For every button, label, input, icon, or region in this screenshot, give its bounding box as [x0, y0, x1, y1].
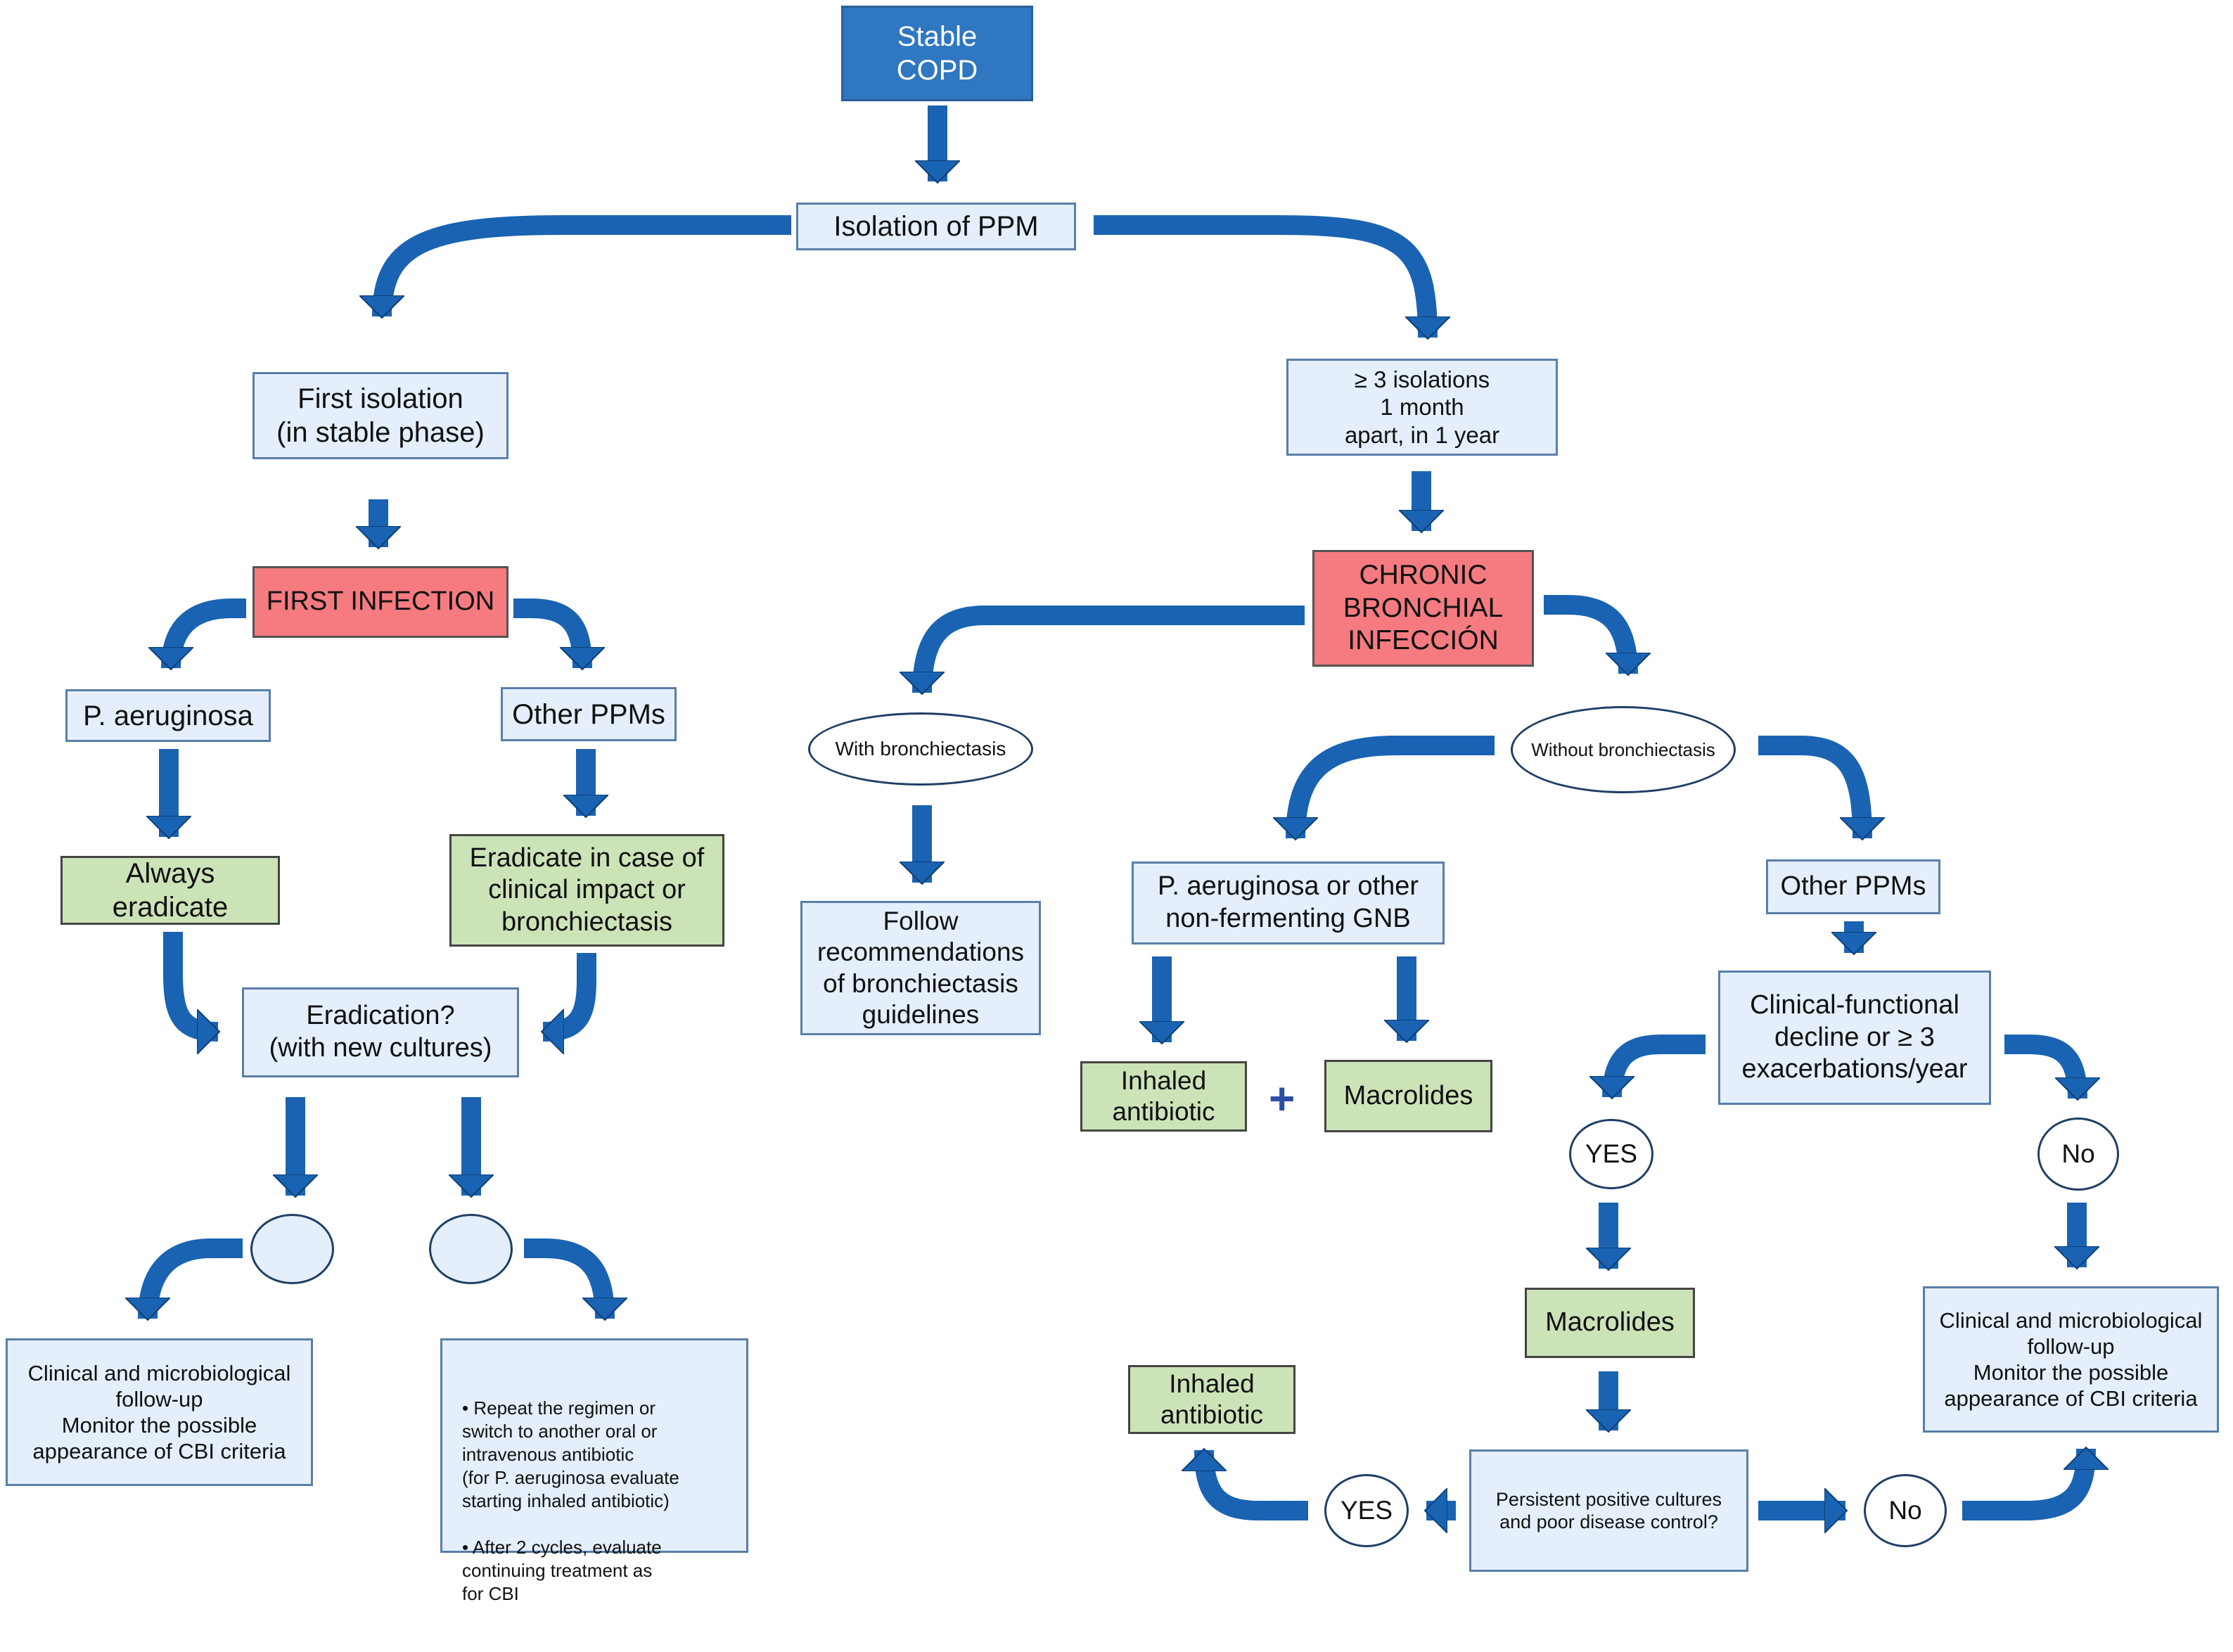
repeat-regimen-box: Repeat the regimen or switch to another … [440, 1338, 748, 1604]
arrow-yes-to-inhaled [1204, 1450, 1308, 1520]
arrow-no-to-followup-right [1962, 1449, 2086, 1520]
stable-copd-box: Stable COPD [841, 6, 1033, 101]
inhaled-antibiotic-box-2: Inhaled antibiotic [1128, 1365, 1295, 1434]
arrow-eradicate-to-question [543, 953, 596, 1032]
chronic-infection-box: CHRONIC BRONCHIAL INFECCIÓN [1312, 550, 1534, 667]
eradicate-case-box: Eradicate in case of clinical impact or … [449, 834, 724, 947]
always-eradicate-box: Always eradicate [60, 856, 280, 925]
arrow-decline-to-yes [1612, 1035, 1706, 1097]
macrolides-box-1: Macrolides [1324, 1060, 1492, 1132]
arrow-chronic-to-without [1544, 595, 1628, 674]
flow-arrows [0, 105, 2233, 1576]
first-isolation-box: First isolation (in stable phase) [252, 372, 508, 459]
eradication-no-circle [429, 1214, 513, 1284]
yes-ellipse-2: YES [1324, 1474, 1409, 1547]
inhaled-antibiotic-box-1: Inhaled antibiotic [1080, 1061, 1247, 1132]
followup-right-box: Clinical and microbiological follow-up M… [1923, 1286, 2219, 1433]
other-ppms-right-box: Other PPMs [1766, 859, 1940, 914]
follow-recommendations-box: Follow recommendations of bronchiectasis… [800, 901, 1041, 1035]
arrow-without-to-otherppm [1758, 736, 1862, 838]
persistent-cultures-box: Persistent positive cultures and poor di… [1469, 1449, 1748, 1572]
without-bronchiectasis-ellipse: Without bronchiectasis [1511, 706, 1736, 793]
arrow-infection-to-paeru [171, 598, 246, 668]
arrow-decline-to-no [2004, 1035, 2078, 1099]
no-ellipse-2: No [1864, 1474, 1947, 1547]
eradication-yes-circle [250, 1214, 334, 1284]
plus-sign: + [1269, 1073, 1295, 1124]
isolation-ppm-box: Isolation of PPM [796, 203, 1076, 250]
yes-ellipse-1: YES [1569, 1119, 1653, 1189]
p-aeruginosa-box: P. aeruginosa [65, 689, 271, 742]
arrow-always-to-question [163, 932, 218, 1032]
clinical-decline-box: Clinical-functional decline or ≥ 3 exace… [1718, 971, 1991, 1105]
first-infection-box: FIRST INFECTION [252, 566, 508, 638]
three-isolations-box: ≥ 3 isolations 1 month apart, in 1 year [1286, 359, 1558, 456]
repeat-regimen-item-1: Repeat the regimen or switch to another … [462, 1397, 727, 1513]
arrow-no-to-repeat [524, 1238, 605, 1319]
followup-left-box: Clinical and microbiological follow-up M… [6, 1338, 313, 1486]
arrow-without-to-pgnb [1295, 736, 1495, 838]
arrow-infection-to-otherppm [513, 598, 582, 668]
arrow-yes-to-followup [148, 1238, 243, 1319]
arrow-isolation-to-three [1094, 215, 1428, 338]
p-aeruginosa-gnb-box: P. aeruginosa or other non-fermenting GN… [1132, 862, 1445, 945]
other-ppms-left-box: Other PPMs [501, 687, 677, 741]
repeat-regimen-item-2: After 2 cycles, evaluate continuing trea… [462, 1536, 727, 1606]
with-bronchiectasis-ellipse: With bronchiectasis [808, 712, 1033, 786]
eradication-question-box: Eradication? (with new cultures) [242, 987, 519, 1077]
arrow-isolation-to-first [382, 215, 791, 316]
arrow-chronic-to-with [922, 606, 1305, 693]
no-ellipse-1: No [2037, 1118, 2119, 1191]
macrolides-box-2: Macrolides [1525, 1288, 1695, 1358]
